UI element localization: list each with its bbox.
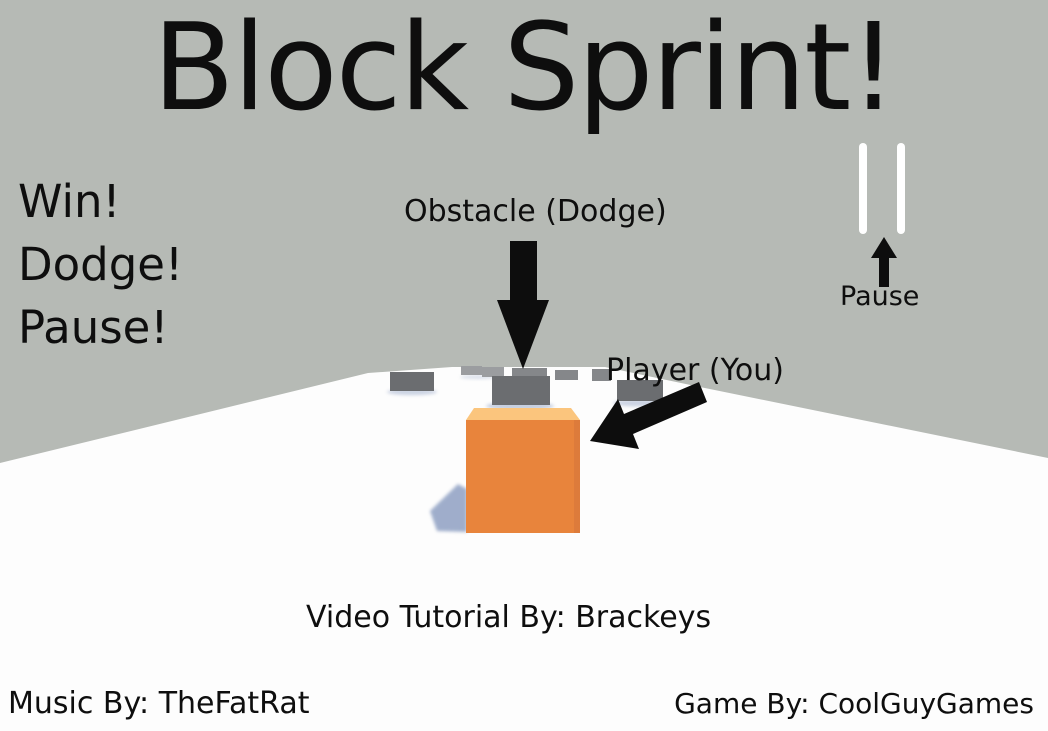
ground-floor bbox=[0, 367, 1048, 731]
music-credit: Music By: TheFatRat bbox=[8, 686, 310, 721]
obstacle-label: Obstacle (Dodge) bbox=[404, 194, 667, 229]
player-cube bbox=[466, 420, 580, 533]
obstacle-block bbox=[617, 380, 663, 401]
instruction-dodge: Dodge! bbox=[18, 238, 184, 291]
pause-bar-icon bbox=[859, 143, 867, 234]
pause-arrow-icon bbox=[871, 237, 897, 287]
obstacle-block bbox=[482, 367, 504, 377]
player-shadow bbox=[430, 484, 467, 532]
obstacle-block bbox=[555, 370, 578, 380]
pause-button[interactable] bbox=[859, 143, 905, 234]
player-label: Player (You) bbox=[606, 353, 785, 388]
player-cube-top bbox=[466, 408, 580, 420]
player-cube-side bbox=[574, 420, 580, 533]
pause-bar-icon bbox=[897, 143, 905, 234]
instruction-win: Win! bbox=[18, 175, 121, 228]
obstacle-block bbox=[592, 369, 611, 381]
obstacle-block bbox=[461, 366, 482, 375]
obstacle-block bbox=[492, 376, 550, 405]
player-arrow-icon bbox=[590, 382, 707, 449]
tutorial-credit: Video Tutorial By: Brackeys bbox=[306, 600, 712, 635]
game-credit: Game By: CoolGuyGames bbox=[674, 687, 1034, 720]
game-title: Block Sprint! bbox=[152, 0, 898, 138]
instructions-list: Win! Dodge! Pause! bbox=[18, 170, 183, 359]
obstacle-block bbox=[390, 372, 434, 391]
pause-label: Pause bbox=[840, 281, 920, 312]
instruction-pause: Pause! bbox=[18, 301, 169, 354]
obstacle-arrow-icon bbox=[497, 241, 549, 369]
